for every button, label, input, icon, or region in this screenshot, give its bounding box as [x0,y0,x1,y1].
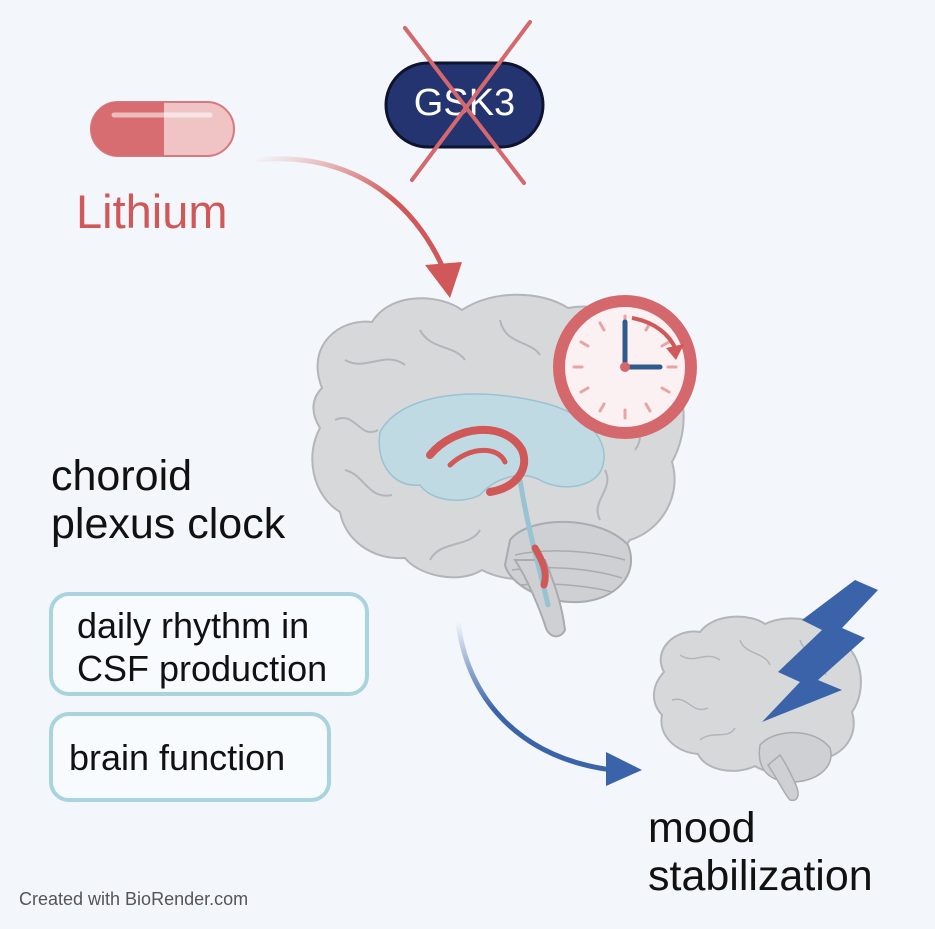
mood-line-2: stabilization [648,852,873,901]
brain-function-text: brain function [69,737,286,778]
csf-rhythm-box: daily rhythm in CSF production [49,592,369,696]
csf-rhythm-line-2: CSF production [77,648,328,690]
choroid-title: choroid plexus clock [51,452,285,548]
mood-arrow [455,621,642,786]
mood-line-1: mood [648,804,756,852]
lightning-icon [762,580,878,722]
lithium-pill-icon [90,101,235,157]
choroid-line-2: plexus clock [51,500,286,549]
brain-function-box: brain function [49,712,331,802]
lithium-arrow [254,156,462,298]
credit-label: Created with BioRender.com [19,889,249,909]
clock-icon [553,295,697,439]
csf-rhythm-line-1: daily rhythm in [77,605,310,646]
lithium-label: Lithium [76,185,228,238]
gsk3-label: GSK3 [413,82,516,124]
mood-label: mood stabilization [648,804,873,900]
choroid-line-1: choroid [51,452,193,500]
